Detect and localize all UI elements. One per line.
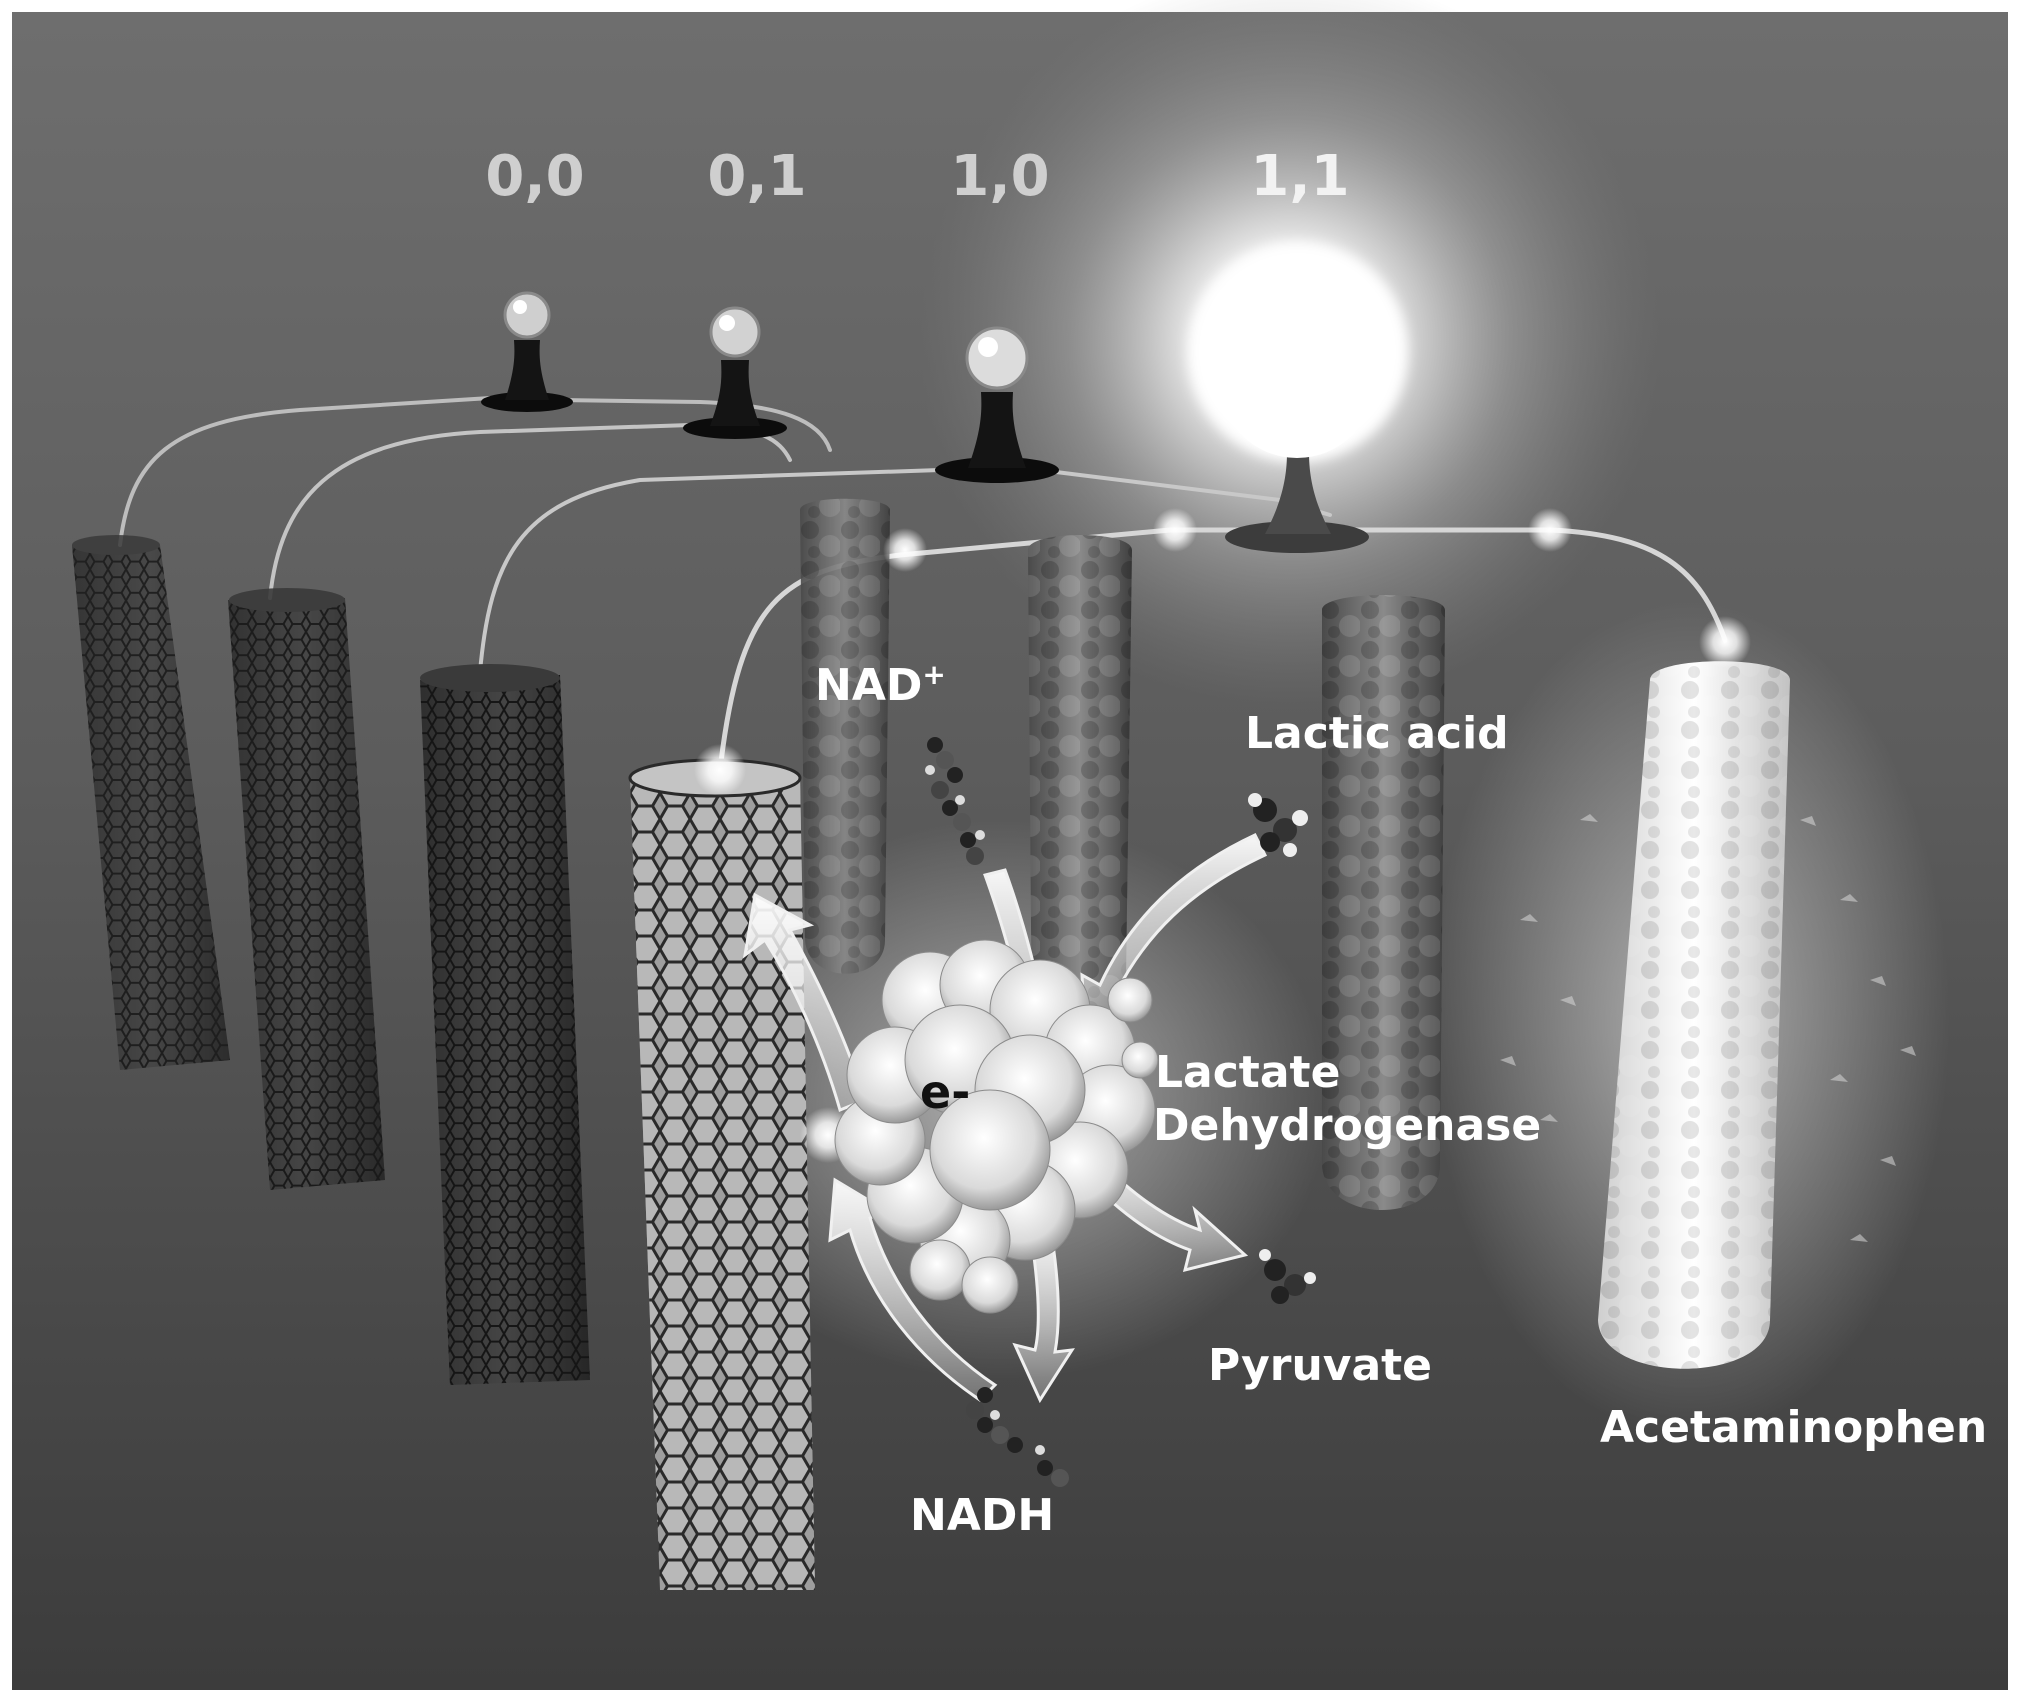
nad-plus-text: NAD <box>815 660 922 711</box>
electrode-middle <box>1028 535 1132 1088</box>
bulb-1-1 <box>1188 242 1408 553</box>
electron-label: e- <box>920 1065 970 1119</box>
bulb-1-0 <box>935 326 1059 483</box>
bulbs <box>481 242 1408 553</box>
enzyme-label-line1: Lactate <box>1155 1047 1340 1098</box>
electrode-lactic <box>1322 595 1445 1210</box>
nanotube-1-1 <box>628 758 815 1590</box>
acetaminophen-label: Acetaminophen <box>1600 1402 1987 1453</box>
state-label-1-0: 1,0 <box>950 144 1049 209</box>
bulb-0-1 <box>683 306 787 439</box>
state-labels: 0,0 0,1 1,0 1,1 <box>485 144 1349 209</box>
nad-plus-label: NAD+ <box>815 658 946 711</box>
arrow-from-nadh <box>828 1177 998 1402</box>
state-label-0-1: 0,1 <box>707 144 806 209</box>
arrow-to-nad-down <box>1012 1223 1075 1404</box>
nanotube-1-0 <box>420 664 590 1385</box>
molecule-nad-plus <box>925 737 985 865</box>
nanotube-0-0 <box>72 535 230 1070</box>
nanotubes-off <box>72 535 590 1385</box>
enzyme-label-line2: Dehydrogenase <box>1153 1100 1541 1151</box>
wire-1 <box>118 395 832 547</box>
nanotube-0-1 <box>228 588 385 1190</box>
molecules <box>925 737 1316 1487</box>
molecule-nadh <box>966 1387 1069 1487</box>
bulb-0-0 <box>481 291 573 412</box>
electrodes-middle <box>800 498 1445 1210</box>
pyruvate-label: Pyruvate <box>1208 1340 1432 1391</box>
electrode-nad <box>800 498 890 974</box>
molecule-pyruvate <box>1259 1249 1316 1304</box>
molecule-lactic-acid <box>1248 793 1308 857</box>
wire-3 <box>478 468 1332 674</box>
state-label-0-0: 0,0 <box>485 144 584 209</box>
lactic-acid-label: Lactic acid <box>1245 708 1509 759</box>
lactate-dehydrogenase-enzyme <box>834 939 1159 1314</box>
wire-2 <box>268 422 792 600</box>
electrode-acetaminophen <box>1500 661 1916 1369</box>
text-labels: NAD+ Lactic acid Lactate Dehydrogenase e… <box>815 658 1987 1541</box>
arrow-to-electrode <box>742 892 867 1113</box>
nad-plus-superscript: + <box>922 658 945 691</box>
state-label-1-1: 1,1 <box>1250 144 1349 209</box>
nadh-label: NADH <box>910 1490 1054 1541</box>
